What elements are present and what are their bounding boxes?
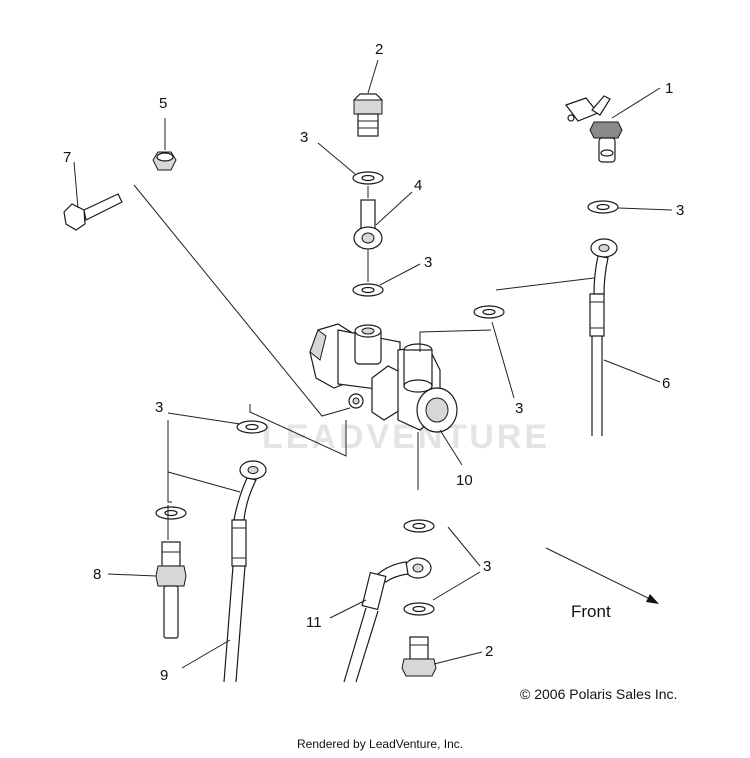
copyright-note: © 2006 Polaris Sales Inc. (520, 686, 677, 702)
callout-8: 8 (93, 566, 101, 583)
callout-4: 4 (414, 177, 422, 194)
part-11-brake-hose (343, 557, 432, 683)
callout-6: 6 (662, 375, 670, 392)
washer-right-top (587, 200, 619, 214)
callout-3-top: 3 (300, 129, 308, 146)
callout-11: 11 (306, 614, 322, 631)
leader-9 (181, 639, 231, 669)
callout-3-center: 3 (424, 254, 432, 271)
washer-right-mid (473, 305, 505, 319)
front-direction-arrow (545, 547, 659, 604)
callout-5: 5 (159, 95, 167, 112)
leader-1 (611, 87, 661, 119)
part-10-brake-valve (309, 323, 458, 433)
part-2-banjo-bolt-bottom (401, 636, 437, 677)
part-2-banjo-bolt-top (353, 93, 383, 137)
washer-mid-center (352, 283, 384, 297)
leader-7 (73, 161, 79, 209)
callout-2-top: 2 (375, 41, 383, 58)
leader-10 (439, 429, 463, 466)
callout-3-left: 3 (155, 399, 163, 416)
callout-2-bottom: 2 (485, 643, 493, 660)
washer-bottom-lower (403, 602, 435, 616)
rendered-by-footer: Rendered by LeadVenture, Inc. (297, 737, 463, 751)
callout-3-right: 3 (676, 202, 684, 219)
leader-8 (107, 573, 157, 577)
leader-11 (329, 599, 367, 619)
callout-7: 7 (63, 149, 71, 166)
leader-6 (603, 359, 661, 383)
part-9-brake-hose (223, 460, 267, 683)
part-7-bolt (63, 193, 123, 231)
callout-3-mid-right: 3 (515, 400, 523, 417)
callout-1: 1 (665, 80, 673, 97)
callout-10: 10 (456, 472, 473, 489)
washer-bottom-upper (403, 519, 435, 533)
washer-left-upper (236, 420, 268, 434)
part-6-brake-hose (589, 238, 618, 436)
callout-numbers: 1 2 2 3 3 3 3 3 3 4 5 6 7 8 9 10 11 (63, 41, 684, 684)
washer-top-center (352, 171, 384, 185)
front-label: Front (571, 602, 611, 621)
leader-4 (375, 191, 413, 226)
washer-left-lower (155, 506, 187, 520)
washers (155, 171, 619, 616)
assembly-lines (133, 184, 595, 540)
callout-9: 9 (160, 667, 168, 684)
part-1-brake-switch (565, 95, 623, 163)
part-4-brake-line-stub (353, 199, 383, 250)
watermark-text: LEADVENTURE (262, 418, 550, 456)
part-8-fitting (155, 541, 187, 639)
part-5-nut (152, 151, 177, 171)
leader-2-top (367, 59, 379, 94)
washer-leaders (167, 142, 673, 601)
leader-2-bottom (433, 651, 483, 665)
callout-3-bottom: 3 (483, 558, 491, 575)
